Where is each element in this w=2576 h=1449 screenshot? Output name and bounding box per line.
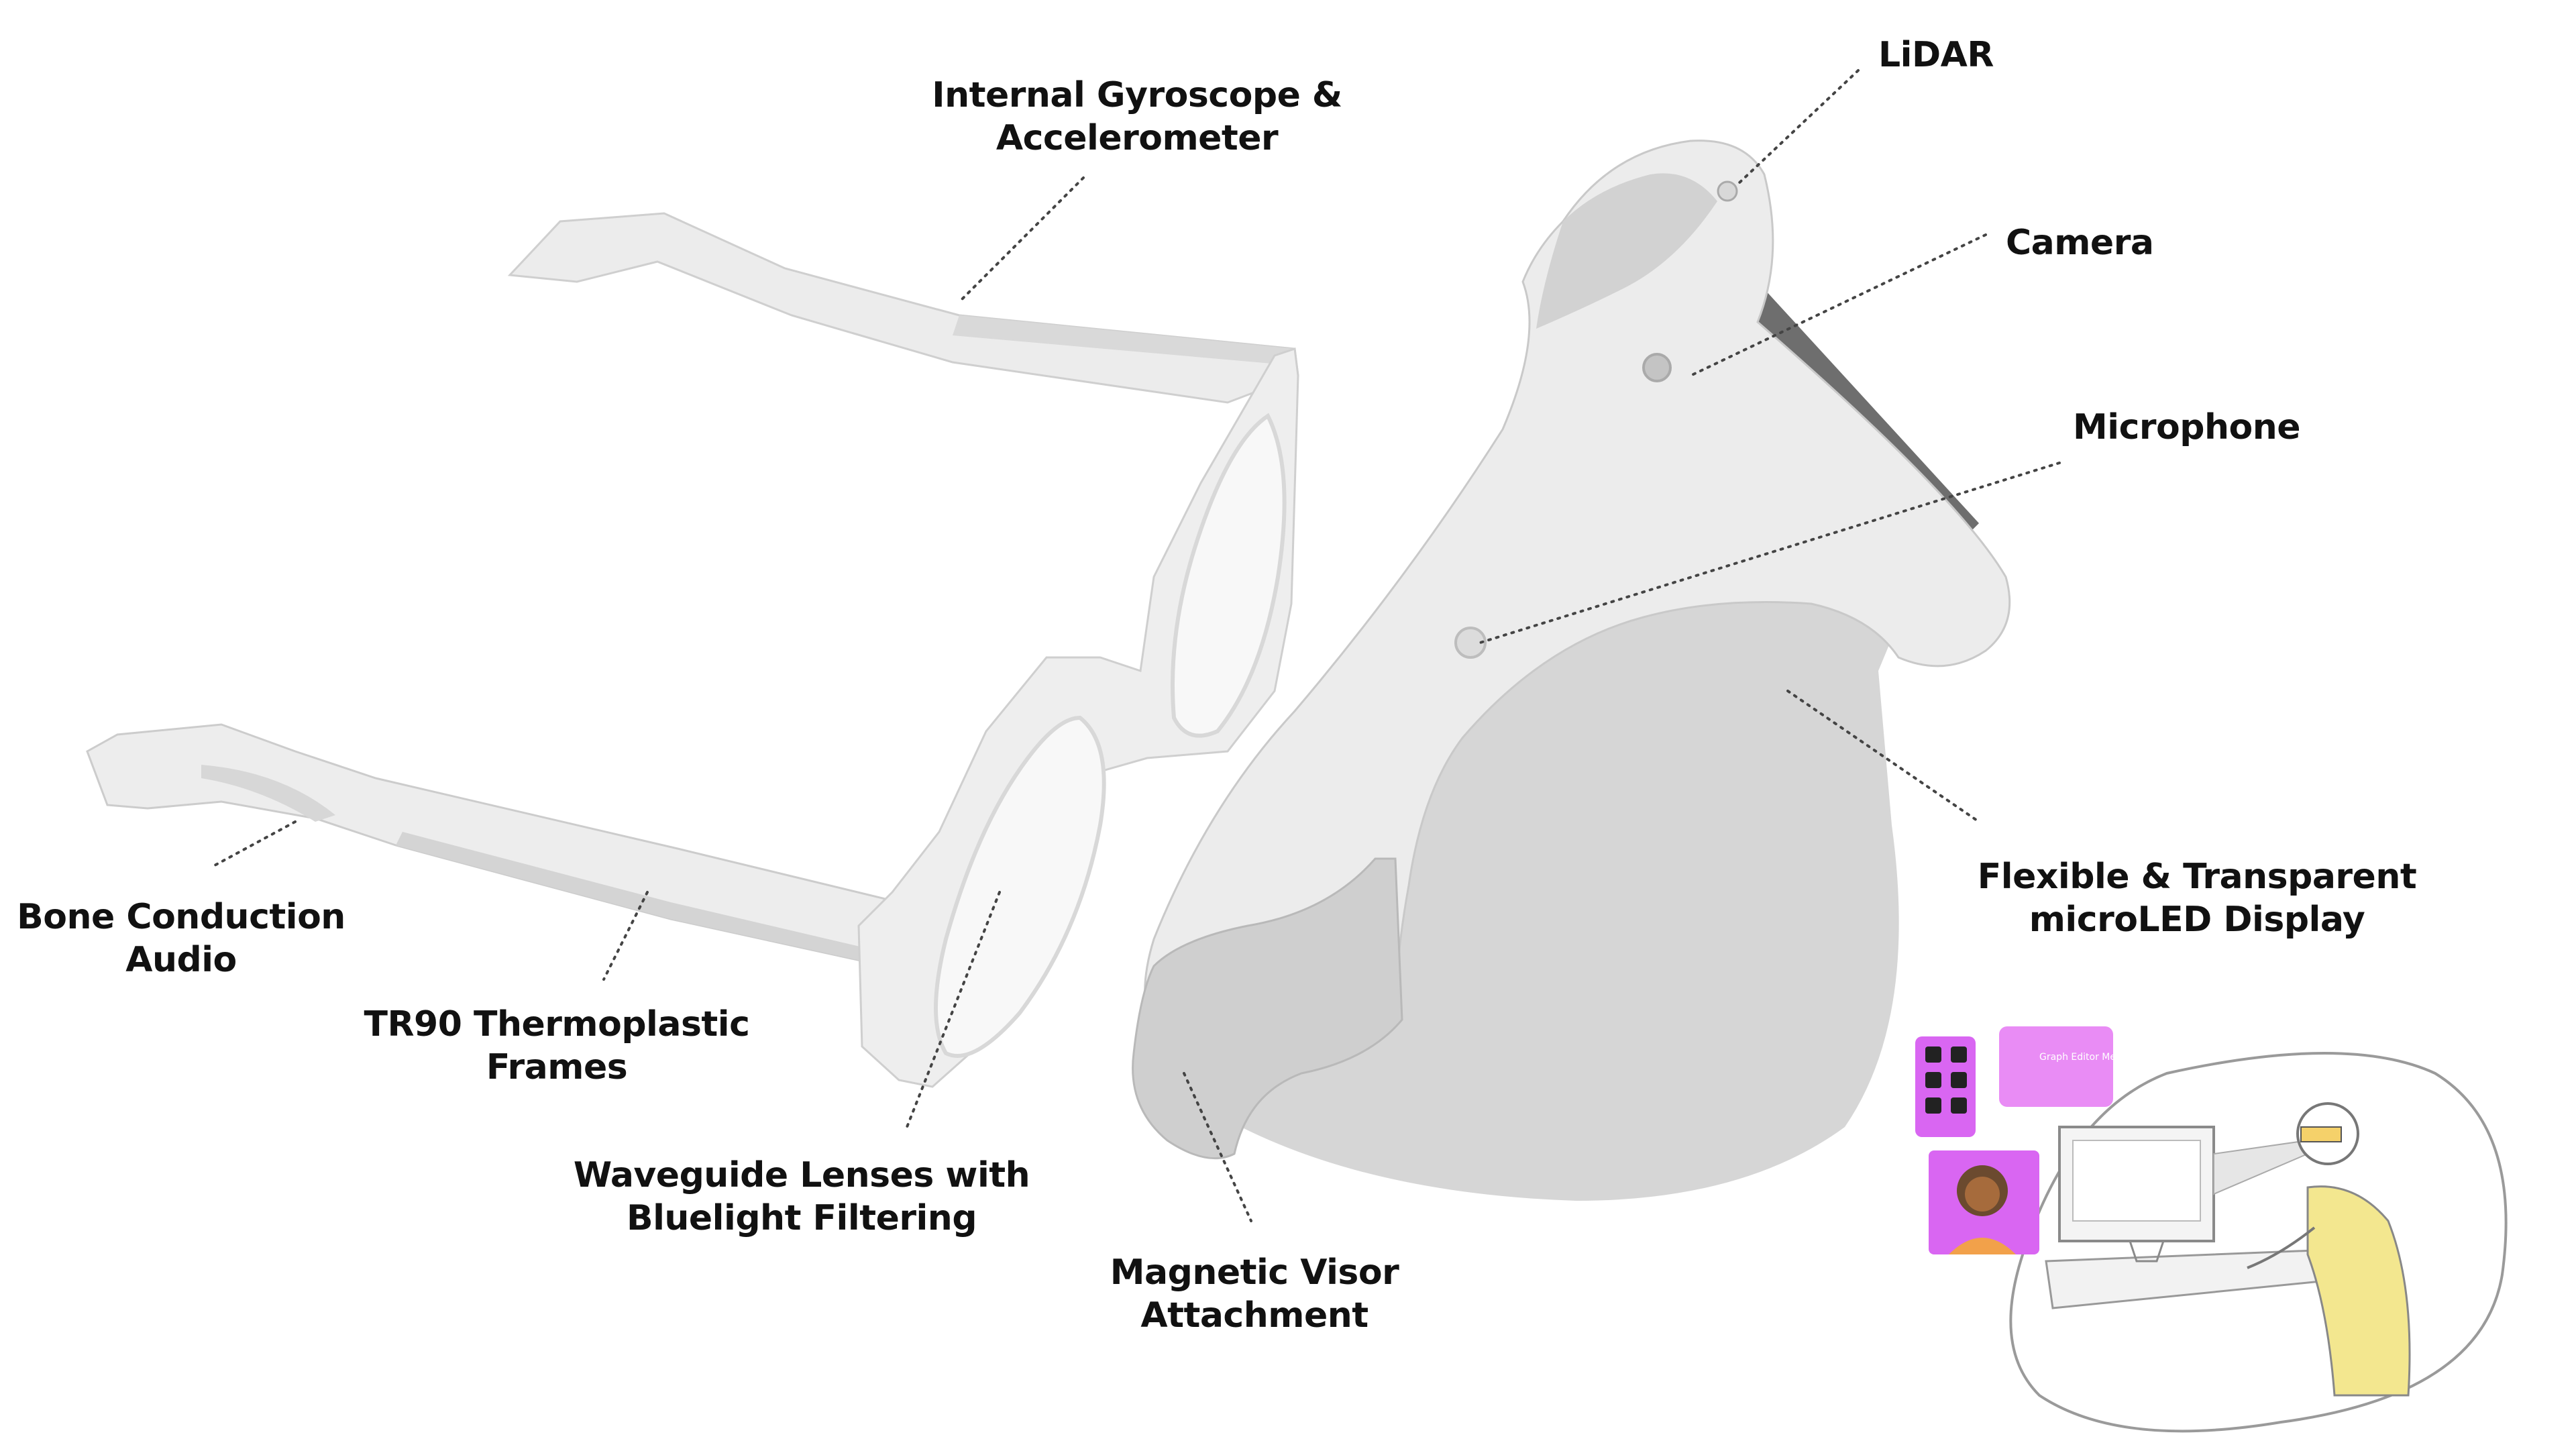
- label-camera: Camera: [2006, 223, 2154, 263]
- visor-illustration: [1132, 140, 2011, 1201]
- sketch-card-graph-text: Graph Editor Menu: [2039, 1052, 2128, 1063]
- lens-right: [1171, 413, 1287, 738]
- camera-port: [1642, 353, 1672, 382]
- label-lenses: Waveguide Lenses with Bluelight Filterin…: [573, 1155, 1030, 1238]
- label-bone-audio: Bone Conduction Audio: [17, 897, 345, 980]
- temple-arm-back: [507, 212, 1299, 404]
- sketch-card-graph: [1999, 1026, 2113, 1107]
- lens-left: [934, 715, 1106, 1058]
- microled-display: [1241, 523, 1912, 1201]
- label-frames: TR90 Thermoplastic Frames: [364, 1004, 750, 1087]
- label-visor-attachment: Magnetic Visor Attachment: [1110, 1252, 1399, 1336]
- label-lidar: LiDAR: [1878, 35, 1994, 75]
- usage-sketch: Graph Editor Menu: [1915, 1026, 2508, 1433]
- glasses-illustration: [86, 212, 1299, 1088]
- label-gyroscope: Internal Gyroscope & Accelerometer: [932, 75, 1342, 158]
- magnetic-attachment: [1132, 857, 1403, 1160]
- lidar-sensor: [1717, 180, 1738, 202]
- leader-lines: [213, 69, 2061, 1222]
- label-microphone: Microphone: [2073, 407, 2301, 447]
- microphone-port: [1454, 627, 1487, 659]
- label-display: Flexible & Transparent microLED Display: [1977, 857, 2417, 940]
- visor-band: [1144, 140, 2011, 1061]
- sketch-shirt: [2306, 1185, 2411, 1397]
